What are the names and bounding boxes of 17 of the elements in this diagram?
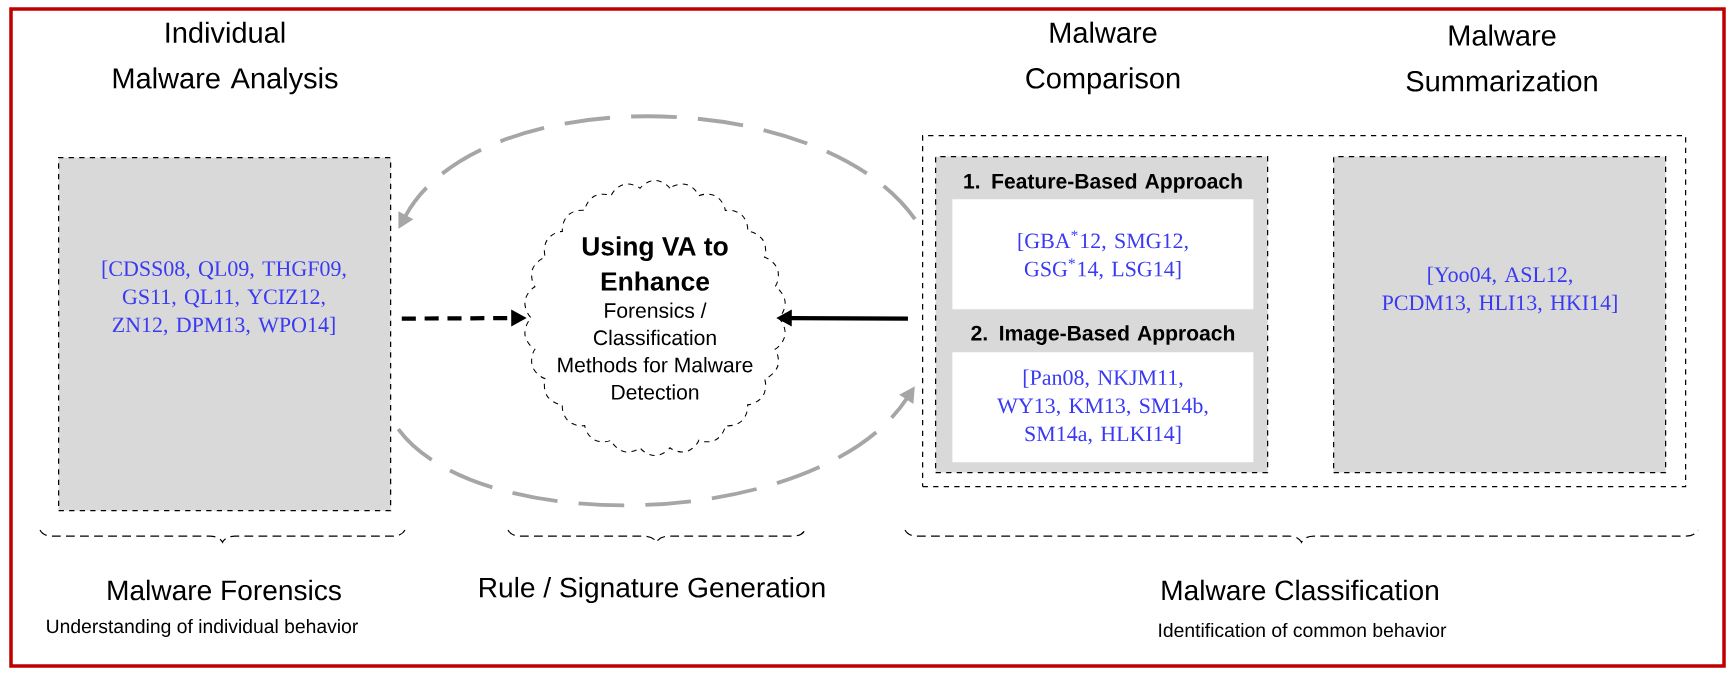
approach-heading: 1. Feature-Based Approach — [964, 173, 1242, 193]
reference-list: [CDSS08, QL09, THGF09, GS11, QL11, YCIZ12, ZN12, DPM13, WPO14] — [102, 260, 346, 336]
column-heading: Malware Comparison — [1026, 21, 1180, 95]
category-description: Understanding of individual behavior — [47, 619, 358, 637]
category-label: Malware Classification — [1162, 579, 1438, 601]
category-label: Malware Forensics — [108, 579, 341, 601]
reference-list: [GBA$^{*}$12, SMG12, GSG$^{*}$14, LSG14] — [1018, 230, 1188, 280]
column-heading: Individual Malware Analysis — [113, 21, 338, 95]
category-label: Rule / Signature Generation — [480, 576, 825, 604]
reference-box — [952, 325, 1254, 463]
reference-box — [952, 173, 1254, 310]
group-box — [922, 135, 1687, 488]
category-description: Identification of common behavior — [1159, 622, 1447, 638]
reference-list: [Yoo04, ASL12, PCDM13, HLI13, HKI14] — [1382, 266, 1617, 314]
reference-list: [Pan08, NKJM11, WY13, KM13, SM14b, SM14a, HLKI14] — [997, 369, 1208, 445]
approach-heading: 2. Image-Based Approach — [971, 325, 1235, 345]
column-heading: Malware Summarization — [1406, 24, 1597, 92]
